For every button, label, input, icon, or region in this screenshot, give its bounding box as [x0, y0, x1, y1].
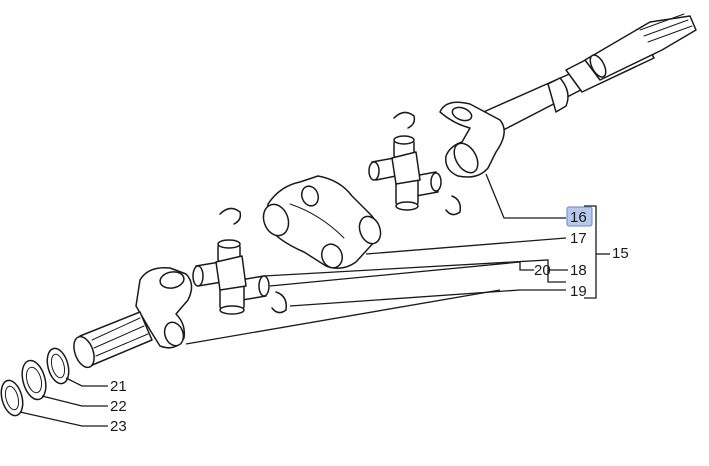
callout-18: 18: [570, 262, 587, 279]
washer-21-inner: [50, 353, 66, 379]
toothed-washer-22: [21, 359, 47, 401]
upper-yoke: [439, 101, 505, 178]
lower-yoke: [135, 267, 193, 349]
upper-circlip: [445, 195, 462, 216]
callout-17: 17: [570, 230, 587, 247]
callout-23: 23: [110, 418, 127, 435]
ring-23-inner: [4, 385, 20, 411]
leader-lines: [19, 173, 610, 427]
lower-snap-ring: [219, 207, 242, 225]
callout-22: 22: [110, 398, 127, 415]
lower-cross-spider: [192, 239, 270, 315]
washer-21: [46, 347, 70, 385]
upper-shaft: [469, 13, 697, 141]
lower-circlip: [271, 291, 288, 314]
callout-19: 19: [570, 283, 587, 300]
callout-20: 20: [534, 262, 551, 279]
upper-snap-ring: [393, 111, 416, 129]
callout-21: 21: [110, 378, 127, 395]
callout-16: 16: [570, 209, 587, 226]
lower-splined-shaft: [73, 311, 153, 369]
callout-16-highlight: [566, 206, 593, 227]
toothed-washer-22-inner: [25, 366, 43, 394]
callout-15: 15: [612, 245, 629, 262]
upper-cross-spider: [368, 135, 442, 211]
double-yoke-body: [262, 175, 382, 269]
